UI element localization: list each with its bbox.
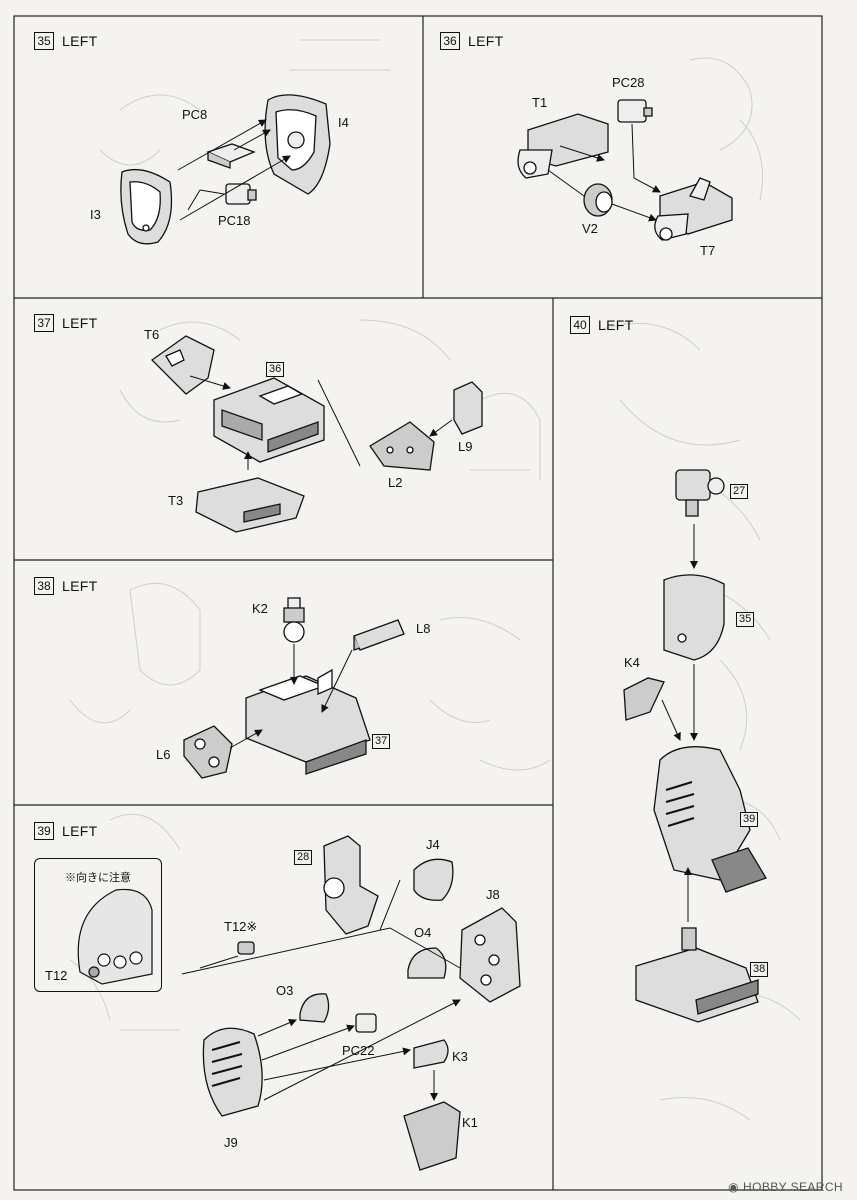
step36-drawing [517,99,733,241]
step37-side: LEFT [62,315,98,331]
step40-side: LEFT [598,317,634,333]
orientation-note-inset: ※向きに注意 T12 [34,858,162,992]
step38-number: 38 [34,577,54,595]
part-label: PC8 [182,107,208,122]
part-label: PC28 [612,75,645,90]
step37-drawing [150,335,483,533]
step35-number: 35 [34,32,54,50]
part-label: L9 [458,439,473,454]
part-label: K1 [462,1115,478,1130]
step-reference: 39 [740,812,759,827]
part-label: I4 [338,115,349,130]
watermark-text: HOBBY SEARCH [743,1180,843,1194]
step39-inset-drawing [77,888,153,985]
step35-side: LEFT [62,33,98,49]
step39-side: LEFT [62,823,98,839]
step35-guides [177,119,291,221]
panel-frame [13,15,823,1191]
step38-header: 38 LEFT [34,577,97,595]
step36-guides [547,123,661,222]
part-label: I3 [90,207,101,222]
part-label: J4 [426,837,440,852]
step37-guides [189,375,453,470]
part-label: T1 [532,95,548,110]
part-label: V2 [582,221,598,236]
part-label: K3 [452,1049,468,1064]
part-label: T3 [168,493,184,508]
part-label: O3 [276,983,294,998]
part-label: L2 [388,475,403,490]
step35-header: 35 LEFT [34,32,97,50]
step40-guides [661,524,698,922]
step38-side: LEFT [62,578,98,594]
step37-header: 37 LEFT [34,314,97,332]
watermark: ◉ HOBBY SEARCH [728,1180,843,1194]
part-label: J9 [224,1135,238,1150]
step36-header: 36 LEFT [440,32,503,50]
part-label: T6 [144,327,160,342]
part-label: PC18 [218,213,251,228]
part-label: T12※ [224,919,258,934]
step39-header: 39 LEFT [34,822,97,840]
step35-drawing [120,94,331,245]
part-label: PC22 [342,1043,375,1058]
step-reference: 28 [294,850,313,865]
step37-number: 37 [34,314,54,332]
step40-header: 40 LEFT [570,316,633,334]
step39-drawing [202,835,521,1171]
part-label: J8 [486,887,500,902]
inset-part-label: T12 [45,968,68,983]
step38-drawing [183,597,405,779]
part-label: O4 [414,925,432,940]
step-reference: 38 [750,962,769,977]
part-label: T7 [700,243,716,258]
part-label: K2 [252,601,268,616]
step40-number: 40 [570,316,590,334]
step38-guides [229,644,353,749]
watermark-logo-icon: ◉ [728,1180,740,1194]
step-reference: 36 [266,362,285,377]
step39-guides [181,879,461,1101]
step40-drawing [623,469,767,1023]
orientation-note: ※向きに注意 [65,872,131,884]
step39-number: 39 [34,822,54,840]
part-label: L6 [156,747,171,762]
step36-number: 36 [440,32,460,50]
step36-side: LEFT [468,33,504,49]
part-label: L8 [416,621,431,636]
step-reference: 27 [730,484,749,499]
step-reference: 37 [372,734,391,749]
part-label: K4 [624,655,640,670]
step-reference: 35 [736,612,755,627]
